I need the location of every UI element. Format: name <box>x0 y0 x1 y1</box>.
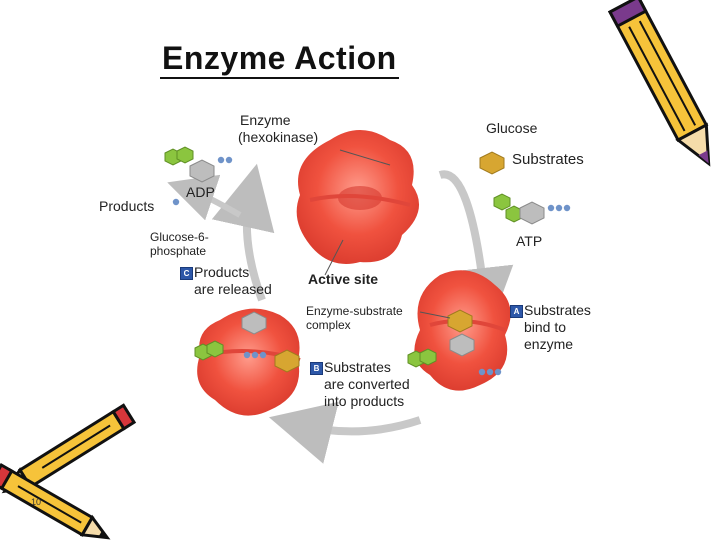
converted-products <box>194 311 300 373</box>
label-phosphate: phosphate <box>150 244 207 258</box>
label-adp: ADP <box>186 184 215 200</box>
adp-molecule <box>164 146 233 183</box>
label-hexokinase: (hexokinase) <box>238 129 319 145</box>
label-enzyme: Enzyme <box>240 112 291 128</box>
label-es-complex-2: complex <box>306 318 351 332</box>
step-c-line-1: Products <box>194 264 250 280</box>
atp-molecule <box>493 193 571 225</box>
step-a-line-1: Substrates <box>524 302 591 318</box>
label-glucose: Glucose <box>486 120 538 136</box>
label-active-site: Active site <box>308 271 379 287</box>
cycle-arrow-bottom <box>268 401 422 464</box>
page-number: 10 <box>31 497 42 507</box>
label-products: Products <box>99 198 155 214</box>
label-glucose-6: Glucose-6- <box>150 230 209 244</box>
pencil-icon <box>607 0 711 167</box>
bound-substrates <box>407 309 502 376</box>
step-badge-c: C <box>180 267 193 280</box>
pencils-icon <box>0 403 137 540</box>
slide-title: Enzyme Action <box>160 40 399 79</box>
step-b-line-3: into products <box>324 393 405 409</box>
step-badge-a: A <box>510 305 523 318</box>
step-a-line-3: enzyme <box>524 336 574 352</box>
step-badge-b: B <box>310 362 323 375</box>
label-atp: ATP <box>516 233 543 249</box>
leader-hexokinase <box>339 149 391 166</box>
glucose-6-phosphate-dot <box>172 198 180 206</box>
label-substrates: Substrates <box>512 151 584 168</box>
leader-es-complex <box>419 311 451 319</box>
step-c-line-2: are released <box>194 281 272 297</box>
cycle-arrow-top <box>438 170 514 332</box>
glucose-molecule <box>479 151 505 175</box>
step-b-line-2: are converted <box>324 376 410 392</box>
enzyme-top <box>296 130 420 264</box>
cycle-arrow-release <box>167 174 242 221</box>
step-b-line-1: Substrates <box>324 359 391 375</box>
leader-active-site <box>324 239 344 276</box>
cycle-arrow-left <box>211 163 275 302</box>
step-a-line-2: bind to <box>524 319 567 335</box>
label-es-complex-1: Enzyme-substrate <box>306 304 403 318</box>
